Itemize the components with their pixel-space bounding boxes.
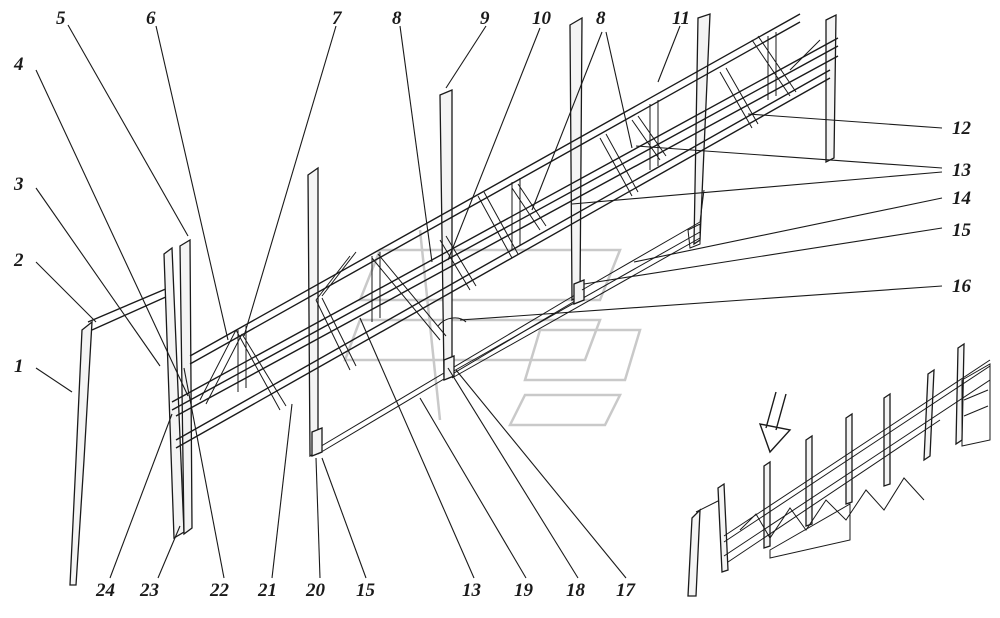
post-7 — [307, 166, 319, 458]
watermark-logo — [343, 229, 642, 427]
post-4 — [179, 238, 193, 536]
post-9 — [439, 89, 453, 378]
window-uprights — [237, 32, 777, 392]
callout-15b: 15 — [356, 580, 376, 601]
door-latch — [687, 223, 701, 249]
callout-12: 12 — [952, 118, 972, 139]
callout-24: 24 — [95, 580, 115, 601]
callout-5: 5 — [56, 8, 66, 29]
callout-8b: 8 — [596, 8, 606, 29]
handle-16 — [437, 317, 467, 327]
callout-9: 9 — [480, 8, 490, 29]
callout-labels: 1 2 3 4 5 6 7 8 9 10 8 11 12 13 14 15 16… — [13, 8, 972, 601]
callout-20: 20 — [305, 580, 326, 601]
truss — [199, 35, 821, 411]
callout-11: 11 — [672, 8, 690, 29]
door-bottom-2 — [451, 237, 701, 379]
bracket-15-right — [573, 279, 585, 305]
front-corner-post — [69, 320, 93, 586]
callout-17: 17 — [616, 580, 637, 601]
callout-18: 18 — [566, 580, 586, 601]
callout-8a: 8 — [392, 8, 402, 29]
callout-4: 4 — [13, 54, 24, 75]
callout-13b: 13 — [462, 580, 481, 601]
callout-14: 14 — [952, 188, 971, 209]
inset-overview — [687, 342, 991, 597]
upper-rail-3 — [175, 55, 839, 417]
callout-1: 1 — [14, 356, 24, 377]
callout-2: 2 — [13, 250, 24, 271]
callout-16: 16 — [952, 276, 972, 297]
top-belt-rail — [189, 13, 801, 357]
upper-rail-1 — [171, 37, 839, 403]
callout-10: 10 — [532, 8, 552, 29]
callout-3: 3 — [13, 174, 24, 195]
callout-21: 21 — [257, 580, 277, 601]
callout-22: 22 — [209, 580, 230, 601]
door-frame-14 — [581, 189, 705, 291]
locator-arrow-icon — [758, 391, 792, 454]
callout-15a: 15 — [952, 220, 972, 241]
post-12 — [825, 13, 837, 164]
lower-belt-rail-2 — [175, 77, 831, 449]
bracket-17 — [443, 355, 455, 381]
post-10 — [569, 16, 583, 302]
upper-rail-2 — [171, 45, 839, 411]
callout-6: 6 — [146, 8, 156, 29]
callout-7: 7 — [332, 8, 343, 29]
callout-19: 19 — [514, 580, 534, 601]
bracket-15-left — [311, 427, 323, 457]
lower-belt-rail — [175, 69, 831, 441]
side-frame-drawing — [69, 13, 839, 586]
top-belt-rail-2 — [189, 21, 801, 365]
leader-lines — [35, 24, 943, 579]
callout-23: 23 — [139, 580, 159, 601]
front-roof-rail — [87, 287, 169, 331]
callout-13a: 13 — [952, 160, 971, 181]
